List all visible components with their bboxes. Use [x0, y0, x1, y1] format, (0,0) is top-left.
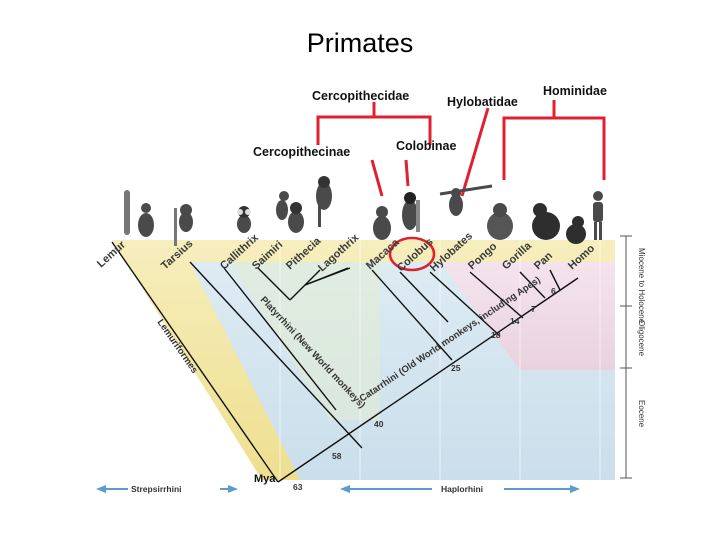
age-label-25: 25	[451, 363, 461, 373]
epoch-label-miocene: Miocene to Holocene	[637, 248, 646, 324]
haplorhini-arrow	[340, 482, 580, 496]
cercopithecidae-bracket	[316, 115, 432, 137]
newworld-region	[230, 262, 380, 420]
age-label-7: 7	[531, 304, 536, 314]
primate-illustrations	[124, 176, 603, 246]
grid-lines	[279, 240, 601, 480]
epoch-label-oligocene: Oligocene	[637, 320, 646, 357]
family-brackets	[316, 100, 606, 197]
age-label-40: 40	[374, 419, 384, 429]
age-label-6: 6	[551, 286, 556, 296]
epoch-scale: Miocene to Holocene Oligocene Eocene	[620, 235, 646, 479]
age-label-63: 63	[293, 482, 303, 492]
age-label-58: 58	[332, 451, 342, 461]
divergence-ages: 6 7 14 18 25 40 58 63	[293, 286, 556, 492]
colobus-illustration	[402, 192, 420, 232]
age-label-18: 18	[491, 330, 501, 340]
hominidae-label: Hominidae	[543, 84, 607, 98]
lagothrix-illustration	[316, 176, 332, 227]
strepsirrhini-arrow	[96, 482, 238, 496]
cercopithecinae-label: Cercopithecinae	[253, 145, 350, 159]
gorilla-illustration	[532, 203, 560, 240]
tarsius-illustration	[174, 204, 193, 246]
page-title: Primates	[306, 28, 414, 58]
apes-region	[440, 262, 615, 370]
colobinae-label: Colobinae	[396, 139, 456, 153]
saimiri-illustration	[276, 191, 289, 220]
lemur-illustration	[124, 190, 154, 237]
cercopithecidae-label: Cercopithecidae	[312, 89, 409, 103]
haplorhini-label: Haplorhini	[441, 484, 483, 494]
epoch-label-eocene: Eocene	[637, 400, 646, 428]
strepsirrhini-label: Strepsirrhini	[131, 484, 182, 494]
hylobatidae-label: Hylobatidae	[447, 95, 518, 109]
callithrix-illustration	[237, 206, 251, 233]
pithecia-illustration	[288, 202, 304, 233]
hominidae-bracket	[502, 116, 606, 180]
pan-illustration	[566, 216, 586, 244]
colobus-highlight-circle	[388, 236, 436, 272]
tree-branches	[111, 241, 579, 483]
hylobates-illustration	[439, 184, 493, 216]
mya-label: Mya	[254, 473, 276, 485]
age-label-14: 14	[510, 316, 520, 326]
macaca-illustration	[373, 206, 391, 240]
homo-illustration	[593, 191, 603, 240]
pongo-illustration	[487, 203, 513, 240]
